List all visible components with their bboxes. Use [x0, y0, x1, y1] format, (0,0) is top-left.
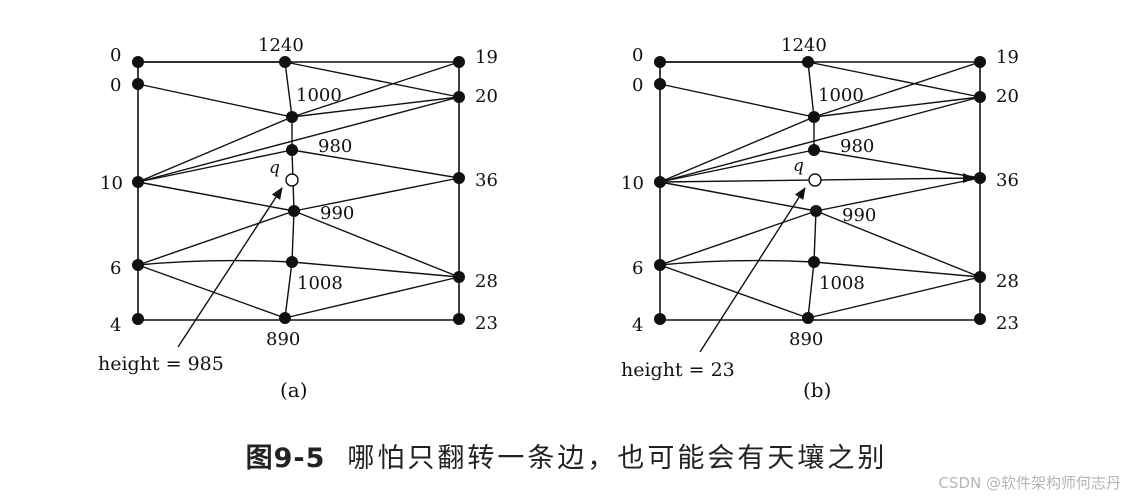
panel-b-vertex-label: 23 [996, 313, 1019, 334]
panel-b-vertex-label: 1240 [781, 35, 827, 56]
panel-b-vertex-label: 36 [996, 170, 1019, 191]
panel-a-vertex-label: 1008 [297, 273, 343, 294]
panel-b-label: (b) [803, 378, 831, 402]
caption-number: 图9-5 [245, 443, 326, 474]
panel-a-vertex-label: 1000 [296, 85, 342, 106]
panel-b-vertex-label: 0 [632, 75, 643, 96]
panel-a-vertex-label: 6 [110, 258, 121, 279]
panel-a-vertex-label: 0 [110, 75, 121, 96]
panel-a-vertex-label: 20 [475, 86, 498, 107]
panel-b-vertex-label: 4 [632, 315, 643, 336]
panel-a-vertex-label: 1240 [258, 35, 304, 56]
panel-b-vertex-label: 6 [632, 258, 643, 279]
panel-a-vertex-label: 19 [475, 47, 498, 68]
panel-a-vertex-label: 10 [100, 173, 123, 194]
panel-a-vertex-label: 0 [110, 45, 121, 66]
caption-text: 哪怕只翻转一条边，也可能会有天壤之别 [347, 443, 888, 474]
panel-b-labels: 0 0 10 6 4 1240 1000 980 990 1008 890 19… [621, 35, 1019, 402]
panel-b-height-label: height = 23 [621, 359, 735, 381]
panel-a-vertex-label: 36 [475, 170, 498, 191]
panel-b-vertex-label: 0 [632, 45, 643, 66]
panel-a-vertex-label: 980 [318, 136, 352, 157]
panel-a-vertex-label: 890 [266, 329, 300, 350]
panel-b: 0 0 10 6 4 1240 1000 980 990 1008 890 19… [621, 35, 1019, 402]
panel-a-vertices [132, 56, 465, 325]
panel-b-vertex-label: 10 [621, 173, 644, 194]
panel-a-label: (a) [280, 378, 308, 402]
panel-a-vertex-label: 990 [320, 203, 354, 224]
panel-a-vertex-label: 28 [475, 271, 498, 292]
panel-b-vertex-label: 990 [842, 205, 876, 226]
panel-b-vertex-label: 980 [840, 136, 874, 157]
panel-b-vertices [654, 56, 986, 325]
panel-a-vertex-label: 23 [475, 313, 498, 334]
panel-a: 0 0 10 6 4 1240 1000 980 990 1008 890 19… [98, 35, 498, 402]
panel-b-vertex-label: 1008 [819, 273, 865, 294]
panel-b-vertex-label: 19 [996, 47, 1019, 68]
figure-caption: 图9-5 哪怕只翻转一条边，也可能会有天壤之别 [0, 436, 1133, 475]
panel-a-query-point [285, 173, 299, 187]
panel-b-vertex-label: 20 [996, 86, 1019, 107]
panel-b-vertex-label: 28 [996, 271, 1019, 292]
panel-b-query-point [808, 173, 822, 187]
panel-a-labels: 0 0 10 6 4 1240 1000 980 990 1008 890 19… [98, 35, 498, 402]
watermark: CSDN @软件架构师何志丹 [938, 474, 1121, 492]
panel-b-vertex-label: 890 [789, 329, 823, 350]
panel-a-height-label: height = 985 [98, 353, 224, 375]
panel-a-query-label: q [269, 158, 280, 178]
panel-b-vertex-label: 1000 [818, 85, 864, 106]
panel-b-edges [659, 61, 981, 353]
panel-b-query-label: q [793, 156, 804, 176]
panel-a-vertex-label: 4 [110, 315, 121, 336]
